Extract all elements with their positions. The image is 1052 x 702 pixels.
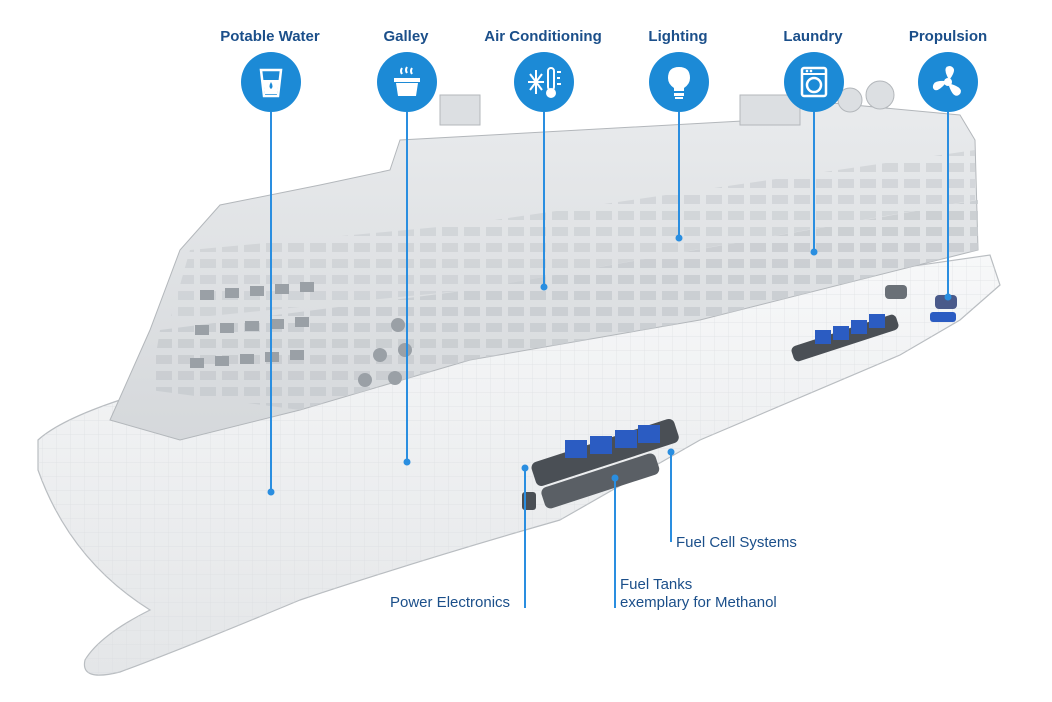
leader-dot-potable-water [267,488,275,496]
fuel-cell-unit [590,436,612,454]
leader-dot-power-electronics [521,464,529,472]
fuel-cell-unit [869,314,885,328]
leader-dot-propulsion [944,293,952,301]
fuel-cell-unit [615,430,637,448]
leader-line-propulsion [947,112,949,297]
leader-line-air-conditioning [543,112,545,287]
label-propulsion: Propulsion [908,28,988,45]
water-glass-icon [241,52,301,112]
leader-dot-laundry [810,248,818,256]
fuel-cell-unit [851,320,867,334]
propeller-icon [918,52,978,112]
fuel-cell-unit [833,326,849,340]
leader-dot-fuel-tanks [611,474,619,482]
label-lighting: Lighting [648,28,708,45]
leader-line-lighting [678,112,680,238]
leader-dot-lighting [675,234,683,242]
label-fuel-tanks-line2: exemplary for Methanol [620,594,777,611]
fuel-system-cutaway-front [522,418,679,510]
leader-line-potable-water [270,112,272,492]
leader-line-fuel-cell-systems [670,452,672,542]
label-power-electronics: Power Electronics [390,594,511,611]
light-bulb-icon [649,52,709,112]
propulsion-pods [885,285,957,322]
thermometer-snowflake-icon [514,52,574,112]
label-air-conditioning: Air Conditioning [484,28,602,45]
leader-dot-galley [403,458,411,466]
label-fuel-tanks-line1: Fuel Tanks [620,576,693,593]
label-potable-water: Potable Water [220,28,320,45]
fuel-cell-unit [565,440,587,458]
label-laundry: Laundry [783,28,843,45]
leader-dot-air-conditioning [540,283,548,291]
fuel-cell-unit [638,425,660,443]
leader-dot-fuel-cell-systems [667,448,675,456]
washing-machine-icon [784,52,844,112]
leader-line-power-electronics [524,468,526,608]
fuel-cell-unit [815,330,831,344]
leader-line-fuel-tanks [614,478,616,608]
label-fuel-cell-systems: Fuel Cell Systems [676,534,797,551]
label-galley: Galley [383,28,429,45]
cooking-pot-icon [377,52,437,112]
leader-line-galley [406,112,408,462]
leader-line-laundry [813,112,815,252]
fuel-system-cutaway-rear [791,314,899,362]
